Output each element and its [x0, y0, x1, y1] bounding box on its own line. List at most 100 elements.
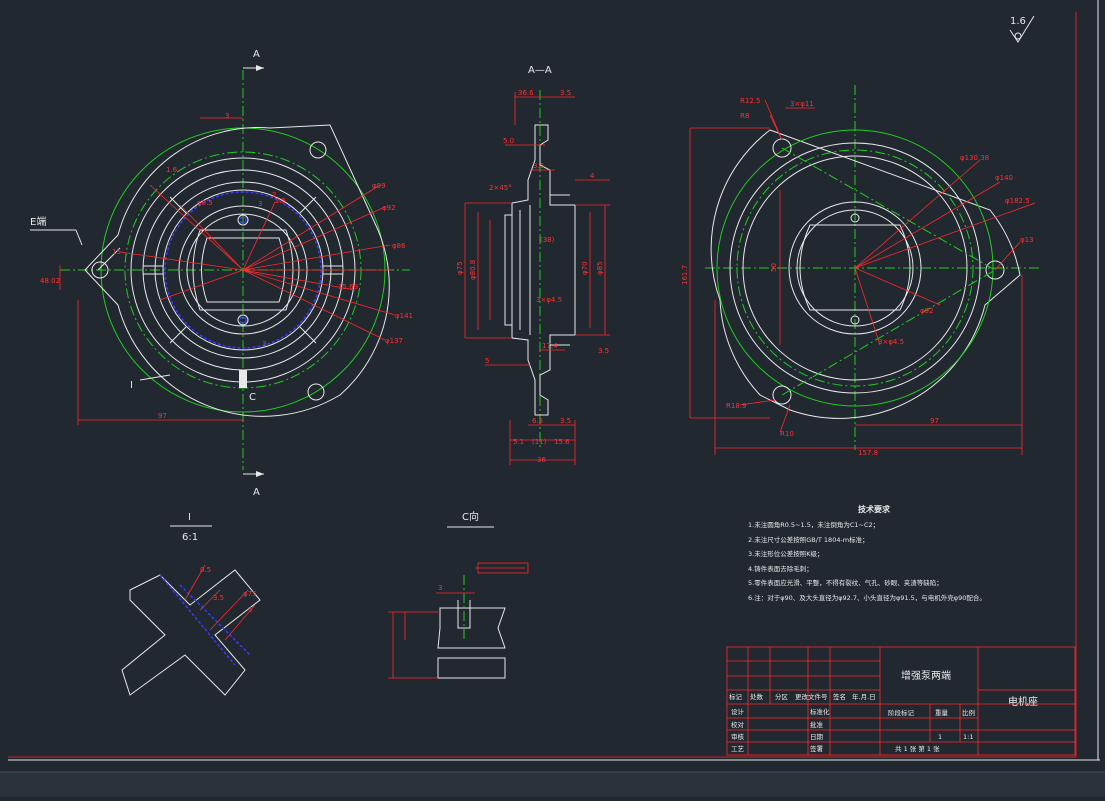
dimension-label: 重量	[935, 709, 949, 717]
dimension-label: 3.5	[213, 594, 224, 602]
dimension-label: φ75	[456, 261, 464, 275]
dimension-label: 5	[485, 357, 489, 365]
dimension-label: 3.5	[598, 347, 609, 355]
signature-labels: 设计 校对 审核 工艺 标准化 批准 日期 签署	[731, 707, 830, 753]
dimension-label: 3	[258, 200, 262, 208]
dimension-label: (38)	[540, 236, 555, 244]
dimension-label: 处数	[750, 692, 764, 701]
dimension-label: φ0.5	[197, 199, 213, 207]
note-item: 5.零件表面应光滑、平整，不得有裂纹、气孔、砂眼、夹渣等缺陷；	[748, 578, 943, 587]
mount-hole-left	[91, 261, 109, 279]
dimension-label: 15.69	[338, 283, 358, 291]
note-item: 6.注：对于φ90、及大头直径为φ92.7、小头直径为φ91.5，与电机外壳φ9…	[748, 593, 986, 602]
section-arrow-top: A	[243, 49, 264, 71]
section-arrow-bottom: A	[243, 471, 264, 498]
dimension-label: 3×φ4.5	[536, 296, 562, 304]
section-mark-bottom: A	[253, 487, 260, 498]
dimension-label: 97	[158, 412, 167, 420]
detail-scale: 6:1	[182, 532, 198, 543]
section-dim-texts: 36.6 3.5 5.0 3.5 4 2×45° φ75 φ80.8 φ85 φ…	[456, 89, 609, 464]
note-item: 1.未注圆角R0.5~1.5，未注倒角为C1~C2；	[748, 520, 879, 529]
dimension-label: 3	[262, 340, 266, 348]
surface-finish-symbol: 1.6	[1009, 15, 1035, 43]
sheet-info: 共 1 张 第 1 张	[895, 744, 940, 753]
dimension-label: 36	[537, 456, 546, 464]
dimension-label: 工艺	[731, 745, 745, 753]
dimension-label: 5.0	[503, 137, 514, 145]
dimension-label: φ13	[1020, 236, 1034, 244]
mount-hole-bottom	[307, 383, 325, 401]
dimension-label: 阶段标记	[888, 708, 915, 717]
section-title: A—A	[528, 65, 552, 76]
detail-mark-label: I	[130, 380, 133, 391]
dimension-label: φ137	[385, 337, 403, 345]
section-dim-lines	[464, 92, 610, 465]
section-mark-top: A	[253, 49, 260, 60]
notes-title: 技术要求	[858, 504, 891, 514]
dimension-label: φ80.8	[469, 260, 477, 280]
dimension-label: 批准	[810, 720, 824, 729]
dimension-label: φ85	[596, 261, 604, 275]
note-item: 3.未注形位公差按照K级；	[748, 549, 823, 558]
dimension-label: 3.5	[560, 417, 571, 425]
dimension-label: 标记	[729, 692, 743, 701]
flange-outline	[84, 124, 390, 417]
flange-outline-back	[710, 129, 1021, 419]
stage-weight-scale: 阶段标记 重量 比例 1 1:1 共 1 张 第 1 张	[888, 708, 975, 753]
dimension-label: 校对	[731, 720, 745, 729]
dimension-label: 2.5	[275, 197, 286, 205]
dimension-label: 48.02	[40, 277, 60, 285]
dimension-label: 签署	[810, 744, 824, 753]
dimension-label: 1	[938, 733, 942, 741]
dimension-label: φ140	[995, 174, 1013, 182]
front-dim-leaders	[59, 117, 396, 425]
dimension-label: R8	[740, 112, 749, 120]
dimension-label: φ75	[243, 590, 257, 598]
surface-finish-value: 1.6	[1010, 16, 1026, 27]
dimension-label: (11)	[532, 438, 547, 446]
dimension-label: 161.7	[681, 265, 689, 285]
note-item: 2.未注尺寸公差按照GB/T 1804-m标准；	[748, 535, 869, 544]
dimension-label: R18.9	[726, 402, 746, 410]
dimension-label: 审核	[731, 732, 745, 741]
detail-dim-texts: 0.5 3.5 φ75 5	[200, 566, 257, 614]
mount-hole-top	[309, 141, 327, 159]
dimension-label: 157.8	[858, 449, 878, 457]
dimension-label: 2×45°	[489, 184, 512, 192]
dimension-label: 设计	[731, 707, 745, 716]
title-block: 增强泵两端 电机座 标记 处数 分区 更改文件号 签名 年.月.日 设计 校对 …	[726, 646, 1076, 756]
dimension-label: φ92	[920, 307, 934, 315]
dimension-label: 17.4	[542, 342, 558, 350]
detail-dim-lines	[184, 564, 256, 641]
dimension-label: 3.5	[533, 162, 544, 170]
e-side-label: E端	[30, 215, 46, 228]
dimension-label: 更改文件号	[795, 692, 828, 701]
dimension-label: 3	[225, 112, 229, 120]
front-dim-texts: 3 1.6 φ0.5 3 2.5 15 φ99 φ92 φ86 φ141 φ13…	[40, 112, 413, 420]
dimension-label: φ70	[581, 261, 589, 275]
assembly-name: 增强泵两端	[901, 669, 951, 682]
dimension-label: φ130.38	[960, 154, 989, 162]
dimension-label: 97	[930, 417, 939, 425]
detail-title: I	[188, 512, 191, 523]
c-view-dim-lines	[388, 567, 525, 679]
dimension-label: φ86	[392, 242, 406, 250]
dimension-label: 1.6	[166, 166, 178, 174]
dimension-label: φ182.5	[1005, 197, 1030, 205]
dimension-label: 36.6	[518, 89, 534, 97]
dimension-label: 1:1	[963, 733, 973, 741]
front-view: 3 1.6 φ0.5 3 2.5 15 φ99 φ92 φ86 φ141 φ13…	[30, 49, 413, 498]
dimension-label: 日期	[810, 733, 824, 741]
revision-header-row: 标记 处数 分区 更改文件号 签名 年.月.日	[729, 692, 876, 701]
part-name: 电机座	[1008, 695, 1038, 708]
dimension-label: φ141	[395, 312, 413, 320]
dimension-label: 4	[590, 172, 595, 180]
dimension-label: 3	[438, 584, 442, 592]
c-direction-view: C向 3	[388, 510, 529, 679]
dimension-label: 3.5	[560, 89, 571, 97]
dimension-label: 3×φ4.5	[878, 338, 904, 346]
detail-view: I 6:1 0.5 3.5 φ75 5	[121, 512, 261, 696]
dimension-label: 5	[248, 606, 252, 614]
